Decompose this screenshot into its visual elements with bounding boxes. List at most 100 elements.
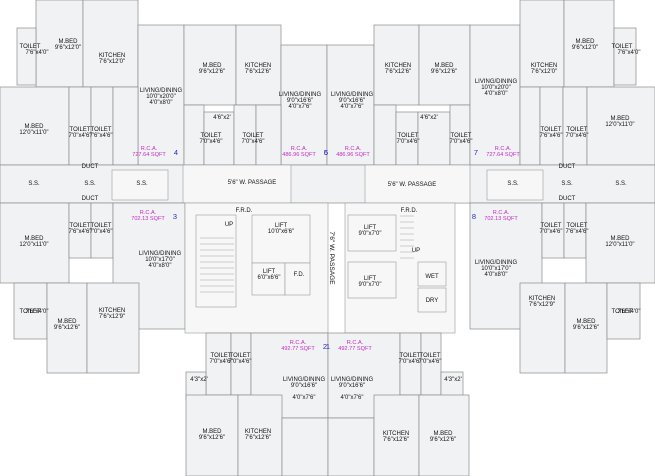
room-label: 7'6"x12'9" bbox=[99, 314, 125, 320]
room-label: M.BED bbox=[57, 319, 77, 325]
room-label: WET bbox=[425, 274, 439, 280]
room-label: M.BED bbox=[58, 39, 78, 45]
flat-4-walls bbox=[0, 0, 185, 166]
room-label: 4'0"x8'0" bbox=[485, 91, 508, 97]
room-label: 7'6"x4'6" bbox=[69, 229, 92, 235]
room-label: 4'0"x7'6" bbox=[341, 104, 364, 110]
room-label: M.BED bbox=[434, 63, 454, 69]
room-label: 9'0"x16'6" bbox=[339, 98, 365, 104]
room-label: 7'6"x12'0" bbox=[99, 59, 125, 65]
flat-2-walls bbox=[185, 332, 329, 476]
room-label: DUCT bbox=[82, 164, 99, 170]
room-label: 7'0"x4'6" bbox=[450, 139, 473, 145]
room-label: 9'0"x7'0" bbox=[359, 282, 382, 288]
room-label: 7'6"x12'0" bbox=[531, 69, 557, 75]
room-label: KITCHEN bbox=[385, 63, 411, 69]
room-label: LIVING/DINING bbox=[475, 260, 518, 266]
flat-1-walls bbox=[327, 332, 470, 476]
room-label: S.S. bbox=[28, 181, 40, 187]
room-label: 9'6"x12'6" bbox=[431, 69, 457, 75]
room-label: 7'6"x4'6" bbox=[566, 229, 589, 235]
flat-5-walls bbox=[183, 24, 328, 166]
rca-area: 486.96 SQFT bbox=[336, 152, 370, 158]
room-label: M.BED bbox=[575, 39, 595, 45]
room-label: F.D. bbox=[294, 272, 305, 278]
rca-label: R.C.A. bbox=[291, 146, 308, 152]
room-label: M.BED bbox=[202, 429, 222, 435]
room-label: 9'6"x12'6" bbox=[54, 325, 80, 331]
room-label: TOILET bbox=[70, 127, 91, 133]
room-label: 9'6"x12'0" bbox=[55, 45, 81, 51]
room-label: 7'6"x4'6" bbox=[540, 133, 563, 139]
room-label: 4'6"x2' bbox=[213, 115, 230, 121]
room-label: 7'0"x4'6" bbox=[210, 359, 233, 365]
room-label: 12'0"x11'0" bbox=[19, 130, 48, 136]
room-label: M.BED bbox=[24, 124, 44, 130]
room-label: TOILET bbox=[201, 133, 222, 139]
room-label: 4'0"x7'6" bbox=[293, 395, 316, 401]
room-label: M.BED bbox=[24, 236, 44, 242]
room-label: M.BED bbox=[576, 319, 596, 325]
room-label: S.S. bbox=[561, 181, 573, 187]
room-label: S.S. bbox=[507, 181, 519, 187]
room-label: 9'6"x12'6" bbox=[199, 69, 225, 75]
room-label: TOILET bbox=[567, 223, 588, 229]
room-labels: TOILET7'6"x4'0"M.BED9'6"x12'0"KITCHEN7'6… bbox=[19, 39, 640, 443]
room-label: F.R.D. bbox=[401, 208, 418, 214]
room-label: 7'0"x4'6" bbox=[399, 359, 422, 365]
room-label: TOILET bbox=[230, 353, 251, 359]
room-label: TOILET bbox=[91, 127, 112, 133]
flat-number: 3 bbox=[173, 212, 177, 221]
rca-label: R.C.A. bbox=[345, 146, 362, 152]
room-label: DUCT bbox=[559, 196, 576, 202]
room-label: F.R.D. bbox=[236, 208, 253, 214]
room-label: DRY bbox=[426, 298, 439, 304]
room-label: TOILET bbox=[70, 223, 91, 229]
room-label: 5'6" W. PASSAGE bbox=[228, 180, 277, 186]
room-label: M.BED bbox=[433, 431, 453, 437]
room-label: LIVING/DINING bbox=[140, 88, 183, 94]
room-label: KITCHEN bbox=[99, 53, 125, 59]
rca-area: 492.77 SQFT bbox=[338, 346, 372, 352]
room-label: 9'0"x16'6" bbox=[291, 383, 317, 389]
room-label: 7'6"x12'6" bbox=[245, 69, 271, 75]
room-label: M.BED bbox=[610, 116, 630, 122]
room-label: TOILET bbox=[451, 133, 472, 139]
central-passage-label: 7'6" W. PASSAGE bbox=[328, 231, 335, 285]
flat-number: 2 bbox=[323, 342, 327, 351]
room-label: M.BED bbox=[202, 63, 222, 69]
room-label: LIVING/DINING bbox=[475, 79, 518, 85]
room-label: UP bbox=[225, 222, 233, 228]
room-label: 7'0"x4'6" bbox=[242, 139, 265, 145]
room-label: 4'0"x8'0" bbox=[149, 263, 172, 269]
room-label: 7'0"x4'6" bbox=[90, 229, 113, 235]
room-label: LIVING/DINING bbox=[283, 377, 326, 383]
room-label: KITCHEN bbox=[529, 296, 555, 302]
room-label: DUCT bbox=[559, 164, 576, 170]
rca-area: 702.13 SQFT bbox=[131, 216, 165, 222]
room-label: 7'0"x4'6" bbox=[540, 229, 563, 235]
room-label: TOILET bbox=[243, 133, 264, 139]
room-label: 4'0"x8'0" bbox=[150, 100, 173, 106]
room-label: TOILET bbox=[541, 127, 562, 133]
room-label: TOILET bbox=[20, 44, 41, 50]
room-label: 7'0"x4'6" bbox=[397, 139, 420, 145]
room-label: 4'3"x2' bbox=[444, 377, 461, 383]
room-label: KITCHEN bbox=[383, 431, 409, 437]
room-label: KITCHEN bbox=[99, 308, 125, 314]
flat-8-walls bbox=[469, 202, 655, 374]
room-label: TOILET bbox=[541, 223, 562, 229]
room-label: TOILET bbox=[420, 353, 441, 359]
room-label: 4'0"x7'6" bbox=[289, 104, 312, 110]
room-label: 7'6"x4'6" bbox=[90, 133, 113, 139]
flat-number: 1 bbox=[326, 342, 330, 351]
room-label: TOILET bbox=[400, 353, 421, 359]
room-label: 7'6"x4'0" bbox=[618, 50, 641, 56]
room-label: 12'0"x11'0" bbox=[19, 242, 48, 248]
rca-area: 492.77 SQFT bbox=[281, 346, 315, 352]
room-label: 9'6"x12'6" bbox=[573, 325, 599, 331]
rca-area: 727.64 SQFT bbox=[132, 152, 166, 158]
room-label: TOILET bbox=[211, 353, 232, 359]
room-label: 9'6"x12'0" bbox=[572, 45, 598, 51]
